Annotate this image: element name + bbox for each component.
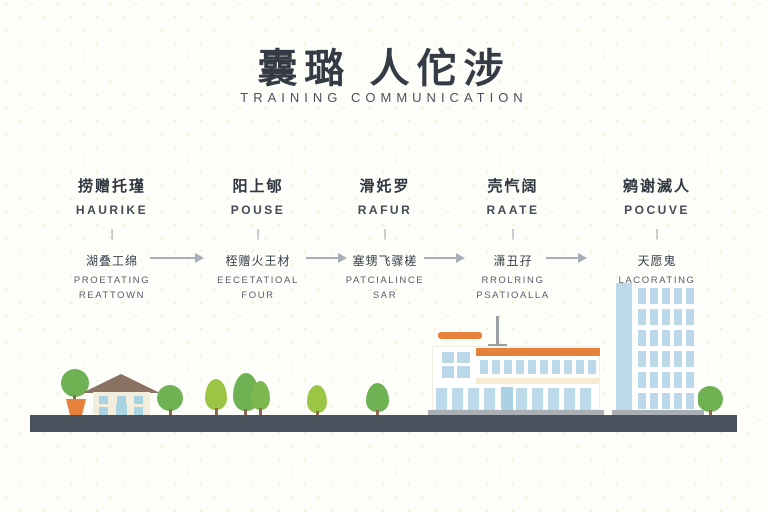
page-subtitle: TRAINING COMMUNICATION bbox=[240, 90, 528, 105]
step-1-sub-line-2: REATTOWN bbox=[78, 289, 146, 301]
step-2-label: POUSE bbox=[230, 203, 286, 217]
pointed-tree-icon bbox=[251, 381, 270, 410]
tower-slab bbox=[616, 283, 632, 410]
house-window bbox=[134, 396, 143, 404]
step-3-cjk-sub: 塞甥飞骤槎 bbox=[352, 254, 418, 268]
arrow-right-icon bbox=[150, 253, 204, 263]
tower-platform bbox=[612, 410, 704, 418]
step-2-cjk-sub: 桎赠火王材 bbox=[225, 254, 291, 268]
arrow-right-icon bbox=[546, 253, 587, 263]
step-3: 滑奼罗 RAFUR | 塞甥飞骤槎 PATCIALINCE SAR bbox=[315, 175, 455, 303]
step-5: 鹓谢滅人 POCUVE | 天愿鬼 LACORATING bbox=[587, 175, 727, 289]
step-4-sub-line-2: PSATIOALLA bbox=[476, 289, 550, 301]
round-tree-icon bbox=[157, 385, 183, 411]
antenna-mast bbox=[496, 316, 499, 348]
tree-trunk bbox=[709, 410, 712, 416]
tree-trunk bbox=[376, 410, 379, 416]
step-3-sub-line-2: SAR bbox=[372, 289, 398, 301]
step-1: 捞赠托瑾 HAURIKE | 湖叠工绵 PROETATING REATTOWN bbox=[42, 175, 182, 303]
step-5-label: POCUVE bbox=[624, 203, 690, 217]
step-5-cjk-title: 鹓谢滅人 bbox=[622, 178, 691, 195]
tree-trunk bbox=[259, 408, 262, 416]
tree-trunk bbox=[215, 408, 218, 416]
office-window-row-upper bbox=[480, 360, 596, 374]
step-5-divider: | bbox=[655, 228, 659, 240]
tree-trunk bbox=[169, 409, 172, 416]
office-orange-band bbox=[476, 348, 600, 356]
round-tree-icon bbox=[697, 386, 723, 412]
office-window-row-lower bbox=[436, 388, 596, 410]
pointed-tree-icon bbox=[205, 379, 227, 410]
tree-trunk bbox=[244, 409, 247, 416]
pointed-tree-icon bbox=[366, 383, 389, 412]
step-4: 壳忾阔 RAATE | 潇丑孖 RROLRING PSATIOALLA bbox=[443, 175, 583, 303]
arrow-right-icon bbox=[424, 253, 465, 263]
office-door-glass bbox=[501, 387, 513, 410]
step-4-sub-line-1: RROLRING bbox=[481, 275, 545, 286]
house-window bbox=[117, 396, 126, 404]
step-1-label: HAURIKE bbox=[75, 203, 149, 217]
house-window bbox=[99, 396, 108, 404]
roof-sign-bar bbox=[438, 332, 482, 339]
pointed-tree-icon bbox=[307, 385, 327, 413]
window-mullion bbox=[442, 363, 470, 366]
office-building-icon bbox=[428, 316, 604, 418]
office-cream-band bbox=[476, 378, 600, 384]
step-3-cjk-title: 滑奼罗 bbox=[359, 178, 411, 195]
office-door bbox=[498, 384, 516, 410]
step-3-label: RAFUR bbox=[357, 203, 413, 217]
step-3-divider: | bbox=[383, 228, 387, 240]
step-4-cjk-sub: 潇丑孖 bbox=[493, 254, 533, 268]
office-big-window bbox=[442, 352, 470, 378]
step-1-cjk-sub: 湖叠工绵 bbox=[85, 254, 138, 268]
step-4-label: RAATE bbox=[486, 203, 540, 217]
step-1-sub-line-1: PROETATING bbox=[73, 275, 151, 286]
step-1-cjk-title: 捞赠托瑾 bbox=[77, 178, 146, 195]
step-3-sub-line-1: PATCIALINCE bbox=[345, 275, 425, 286]
step-2-sub-line-2: FOUR bbox=[241, 289, 275, 301]
house-window bbox=[134, 407, 143, 415]
step-2-divider: | bbox=[256, 228, 260, 240]
tree-trunk bbox=[316, 411, 319, 416]
plant-pot bbox=[65, 399, 87, 416]
step-4-cjk-title: 壳忾阔 bbox=[487, 178, 539, 195]
step-5-sub-line-1: LACORATING bbox=[618, 275, 696, 286]
house-roof bbox=[82, 374, 160, 393]
road bbox=[30, 415, 737, 432]
tower-building-icon bbox=[612, 283, 704, 418]
page-title: 囊璐 人佗涉 bbox=[257, 47, 511, 91]
house-door bbox=[116, 404, 127, 418]
step-2: 阳上郇 POUSE | 桎赠火王材 EECETATIOAL FOUR bbox=[188, 175, 328, 303]
arrow-right-icon bbox=[306, 253, 347, 263]
plant-stem bbox=[73, 395, 76, 401]
house-icon bbox=[82, 374, 160, 418]
step-2-sub-line-1: EECETATIOAL bbox=[217, 275, 299, 286]
house-window bbox=[99, 407, 108, 415]
office-platform bbox=[428, 410, 604, 418]
step-2-cjk-title: 阳上郇 bbox=[232, 178, 284, 195]
step-4-divider: | bbox=[511, 228, 515, 240]
tower-window-grid bbox=[636, 283, 698, 410]
step-5-cjk-sub: 天愿鬼 bbox=[637, 254, 677, 268]
step-1-divider: | bbox=[110, 228, 114, 240]
